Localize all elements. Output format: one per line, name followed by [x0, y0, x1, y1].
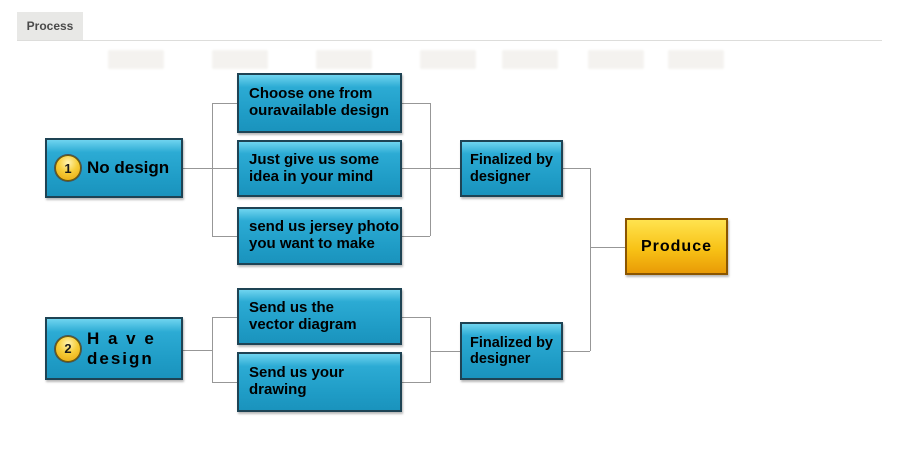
flow-box-label: No design	[87, 158, 170, 178]
flow-box-label: Finalized by designer	[470, 152, 553, 185]
flow-box-choose-design: Choose one from ouravailable design	[237, 73, 402, 133]
step-number: 2	[64, 341, 72, 356]
flow-box-label: Finalized by designer	[470, 334, 553, 367]
connector-line	[402, 317, 430, 318]
faded-thumbnail	[588, 50, 644, 69]
flow-box-finalized-bottom: Finalized by designer	[460, 322, 563, 380]
flow-box-label: Produce	[640, 237, 712, 255]
faded-thumbnail	[668, 50, 724, 69]
faded-thumbnail	[420, 50, 476, 69]
faded-thumbnail	[212, 50, 268, 69]
connector-line	[430, 317, 431, 383]
step-number-badge: 1	[55, 155, 81, 181]
flow-box-label: Send us your drawing	[249, 364, 345, 398]
connector-line	[590, 247, 625, 248]
faded-thumbnail	[316, 50, 372, 69]
connector-line	[183, 168, 237, 169]
connector-line	[212, 236, 237, 237]
connector-line	[183, 350, 212, 351]
connector-line	[212, 103, 237, 104]
flow-box-label: send us jersey photo you want to make	[249, 218, 400, 252]
connector-line	[402, 103, 430, 104]
step-number: 1	[64, 160, 72, 176]
flow-box-give-idea: Just give us some idea in your mind	[237, 140, 402, 197]
tab-divider	[17, 40, 882, 41]
faded-thumbnail	[502, 50, 558, 69]
connector-line	[212, 382, 237, 383]
connector-line	[402, 168, 460, 169]
flow-box-finalized-top: Finalized by designer	[460, 140, 563, 197]
step-number-badge: 2	[55, 335, 81, 362]
connector-line	[430, 103, 431, 236]
faded-thumbnail	[108, 50, 164, 69]
flow-box-label: Just give us some idea in your mind	[249, 150, 380, 185]
connector-line	[563, 351, 590, 352]
connector-line	[430, 351, 460, 352]
tab-process-label: Process	[26, 19, 74, 33]
tab-process[interactable]: Process	[17, 12, 83, 40]
flow-box-label: H a v e design	[87, 329, 156, 368]
connector-line	[563, 168, 590, 169]
flow-box-produce: Produce	[625, 218, 728, 275]
flow-box-send-drawing: Send us your drawing	[237, 352, 402, 412]
connector-line	[402, 236, 430, 237]
connector-line	[212, 317, 237, 318]
flow-box-have-design: 2 H a v e design	[45, 317, 183, 380]
flow-box-jersey-photo: send us jersey photo you want to make	[237, 207, 402, 265]
flow-box-label: Choose one from ouravailable design	[249, 85, 390, 119]
connector-line	[402, 382, 430, 383]
flow-box-vector-diagram: Send us the vector diagram	[237, 288, 402, 345]
flow-box-no-design: 1 No design	[45, 138, 183, 198]
connector-line	[212, 103, 213, 236]
connector-line	[590, 168, 591, 351]
flow-box-label: Send us the vector diagram	[249, 298, 357, 333]
connector-line	[212, 317, 213, 383]
